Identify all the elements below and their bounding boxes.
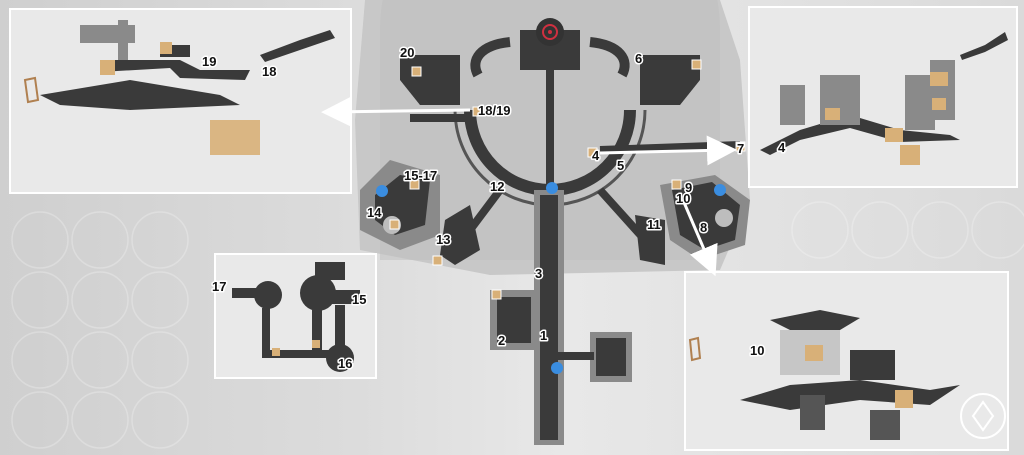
label-20: 20	[400, 45, 414, 60]
chest-icon[interactable]	[491, 289, 502, 300]
label-18-19: 18/19	[478, 103, 511, 118]
teleport-anchor-icon[interactable]	[551, 362, 563, 374]
arrow-icon	[599, 135, 737, 166]
label-15: 15	[352, 292, 366, 307]
inset-left-15-17	[214, 253, 377, 379]
area-11	[635, 215, 665, 265]
label-18: 18	[262, 64, 276, 79]
label-14: 14	[367, 205, 382, 220]
inset-top-left-18-19	[9, 8, 352, 194]
chest-icon[interactable]	[409, 179, 420, 190]
teleport-anchors	[376, 182, 726, 374]
label-15-17: 15-17	[404, 168, 437, 183]
main-chests	[389, 59, 746, 300]
south-corridor	[490, 190, 632, 445]
label-8: 8	[700, 220, 707, 235]
chest-icon[interactable]	[389, 219, 400, 230]
teleport-anchor-icon[interactable]	[714, 184, 726, 196]
label-9: 9	[685, 180, 692, 195]
chest-icon[interactable]	[472, 106, 483, 117]
map-labels: 1 2 3 4 4 5 6 7 8 9 10 10 11 12 13 14 15…	[201, 44, 788, 373]
chest-icon[interactable]	[411, 66, 422, 77]
teleport-anchor-icon[interactable]	[376, 185, 388, 197]
label-3: 3	[535, 266, 542, 281]
label-12: 12	[490, 179, 504, 194]
chest-icon[interactable]	[432, 255, 443, 266]
target-marker-icon[interactable]	[542, 24, 558, 40]
area-13	[440, 205, 480, 265]
label-16: 16	[338, 356, 352, 371]
top-arch	[520, 18, 580, 70]
label-1: 1	[540, 328, 547, 343]
label-10-inset: 10	[750, 343, 764, 358]
area-8	[660, 175, 750, 260]
chest-icon[interactable]	[691, 59, 702, 70]
area-14	[360, 160, 440, 250]
arrows	[321, 96, 737, 277]
inset-bottom-right-10	[684, 271, 1009, 451]
label-17: 17	[212, 279, 226, 294]
teleport-anchor-icon[interactable]	[546, 182, 558, 194]
label-4-inset: 4	[778, 140, 786, 155]
label-19: 19	[202, 54, 216, 69]
label-11: 11	[647, 217, 661, 232]
area-6	[640, 55, 700, 105]
label-13: 13	[436, 232, 450, 247]
background-pattern	[11, 201, 1024, 449]
arrow-icon	[681, 199, 718, 277]
arrow-icon	[321, 96, 471, 127]
label-10: 10	[676, 191, 690, 206]
label-6: 6	[635, 51, 642, 66]
label-7: 7	[737, 141, 744, 156]
label-2: 2	[498, 333, 505, 348]
chest-icon[interactable]	[671, 179, 682, 190]
chest-icon[interactable]	[587, 147, 598, 158]
label-5: 5	[617, 158, 624, 173]
label-4: 4	[592, 148, 600, 163]
compass-icon[interactable]	[960, 393, 1006, 439]
inset-top-right-4-7	[748, 6, 1018, 188]
